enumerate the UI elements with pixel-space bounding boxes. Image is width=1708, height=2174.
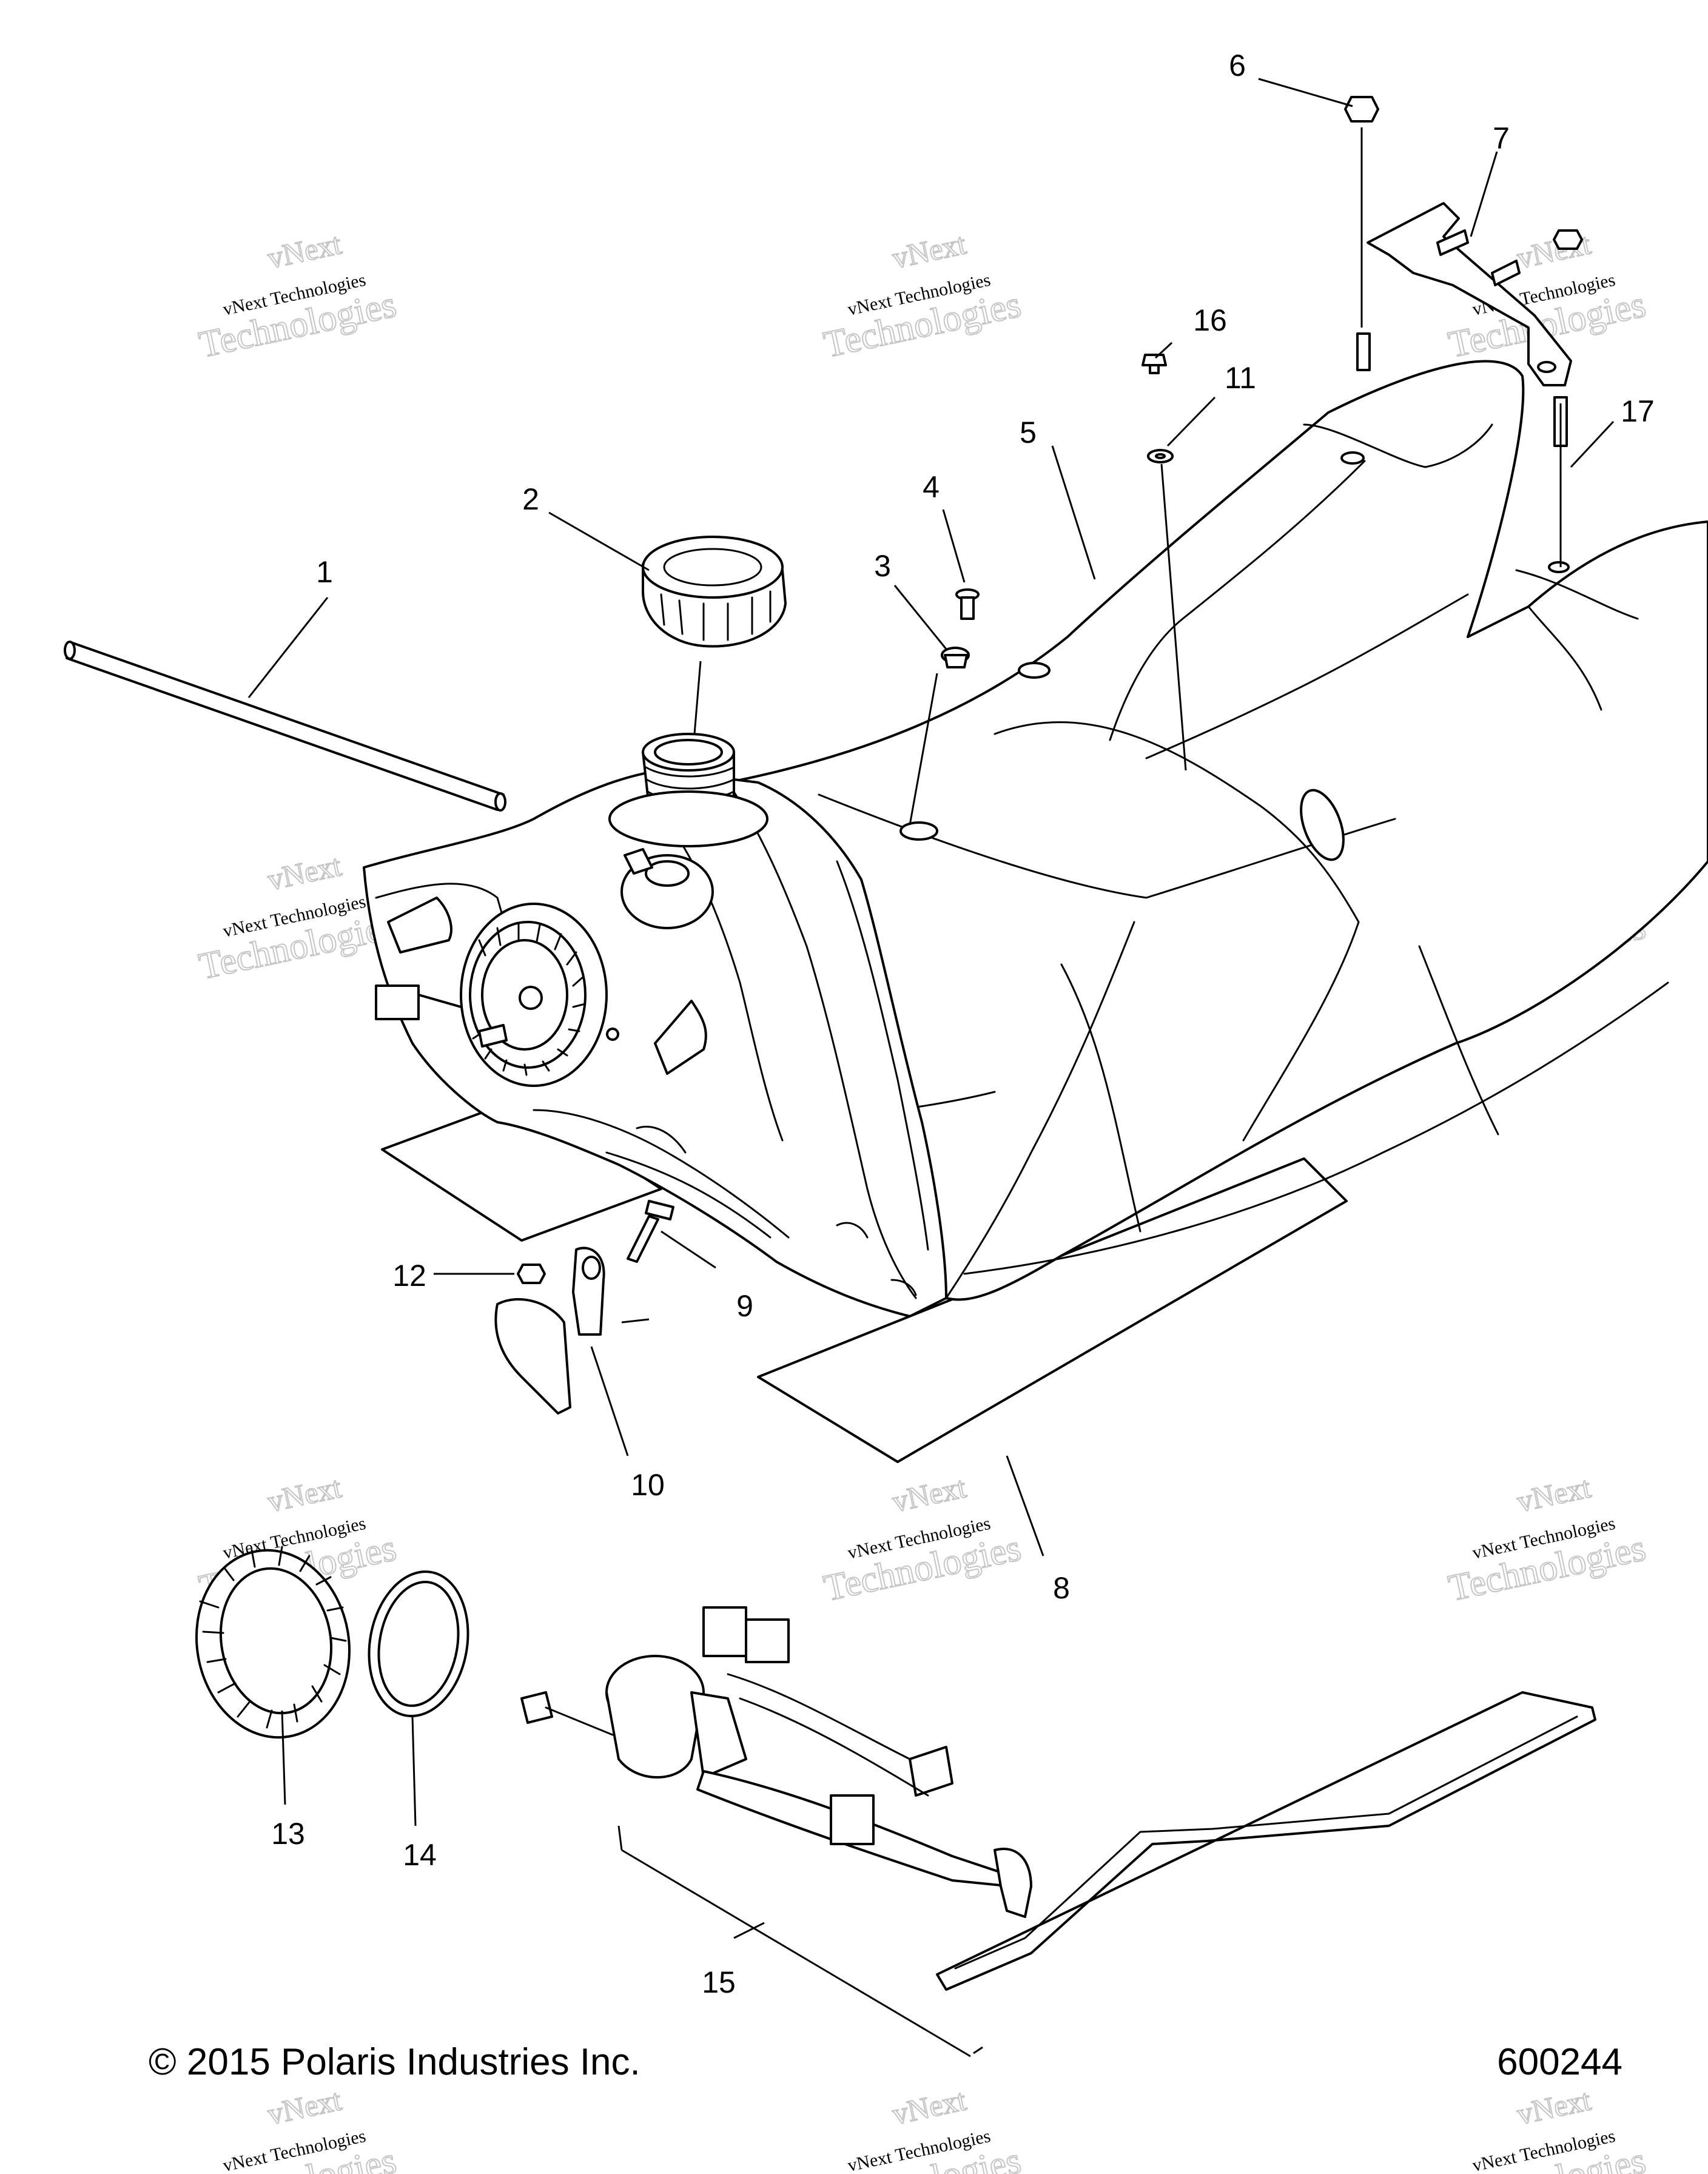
lock-ring (195, 1546, 351, 1739)
hose-clamp (494, 1247, 605, 1415)
svg-text:vNext: vNext (889, 226, 969, 275)
leader-lines (247, 78, 1615, 2058)
fuel-pump-mount (375, 903, 619, 1087)
callout-labels: 1 2 3 4 5 6 7 8 9 10 11 12 13 14 15 16 1… (271, 49, 1655, 1999)
callout-14: 14 (403, 1838, 437, 1872)
clip-bolt (627, 1200, 674, 1263)
fuel-pump-assembly (520, 1606, 1596, 1991)
bracket (1367, 202, 1583, 386)
washer (1147, 449, 1174, 463)
diagram-number: 600244 (1497, 2041, 1622, 2083)
watermark: vNext vNext Technologies Technologies (819, 226, 1025, 366)
callout-11: 11 (1225, 361, 1256, 395)
callout-2: 2 (522, 482, 539, 516)
svg-text:vNext: vNext (1514, 1470, 1593, 1518)
callout-8: 8 (1053, 1571, 1070, 1605)
callout-16: 16 (1193, 303, 1227, 337)
callout-6: 6 (1229, 49, 1246, 82)
nut (1344, 96, 1379, 123)
bolt (1141, 354, 1167, 374)
watermark: vNext vNext Technologies Technologies (819, 1469, 1025, 1610)
callout-5: 5 (1020, 416, 1037, 449)
heat-shield-pads (381, 1097, 1348, 1463)
watermark: vNext vNext Technologies Technologies (1444, 1469, 1650, 1610)
svg-text:vNext: vNext (264, 848, 344, 897)
callout-7: 7 (1493, 121, 1510, 155)
watermark: vNext vNext Technologies Technologies (819, 2082, 1025, 2174)
watermark: vNext vNext Technologies Technologies (1444, 2082, 1650, 2174)
svg-text:vNext: vNext (264, 1470, 344, 1518)
svg-text:vNext: vNext (1514, 226, 1593, 275)
grommet (941, 647, 970, 668)
callout-1: 1 (316, 555, 333, 589)
svg-text:vNext: vNext (264, 226, 344, 275)
callout-9: 9 (736, 1289, 753, 1323)
clamp-nut (517, 1264, 546, 1284)
watermark: vNext vNext Technologies Technologies (195, 226, 400, 366)
watermark: vNext vNext Technologies Technologies (195, 2082, 400, 2174)
screw (955, 588, 980, 620)
callout-4: 4 (923, 470, 940, 504)
svg-text:vNext: vNext (889, 2082, 969, 2131)
watermark: vNext vNext Technologies Technologies (195, 847, 400, 988)
copyright-notice: © 2015 Polaris Industries Inc. (149, 2041, 640, 2083)
callout-12: 12 (392, 1259, 426, 1293)
fuel-tank (363, 769, 947, 1318)
filler-neck (608, 733, 768, 929)
gasket (368, 1570, 469, 1717)
svg-text:vNext: vNext (264, 2082, 344, 2131)
svg-text:vNext: vNext (1514, 2082, 1593, 2131)
svg-text:vNext: vNext (889, 1470, 969, 1518)
vent-hose (64, 641, 506, 812)
callout-13: 13 (271, 1817, 305, 1851)
callout-15: 15 (702, 1965, 736, 1999)
callout-17: 17 (1621, 394, 1655, 428)
callout-3: 3 (874, 549, 891, 583)
callout-10: 10 (631, 1468, 665, 1502)
fuel-cap (642, 536, 787, 648)
